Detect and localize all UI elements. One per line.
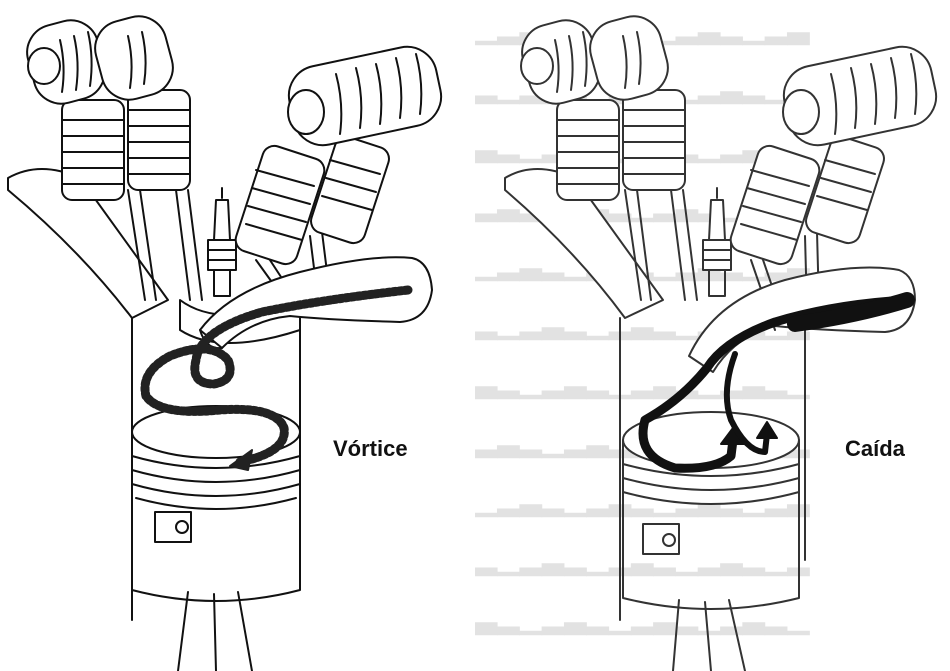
- connecting-rod: [673, 600, 745, 671]
- swirl-panel: Vórtice: [0, 0, 475, 671]
- swirl-label: Vórtice: [333, 436, 408, 462]
- swirl-engine-drawing: [0, 0, 475, 671]
- connecting-rod: [178, 592, 252, 671]
- spark-plug: [208, 188, 236, 296]
- tumble-engine-drawing: [475, 0, 950, 671]
- tumble-panel: ▁▂▃▂▁▂▃▂▁▂▃▂▁▂▃ ▂▁▂▃▂▁▂▃▂▁▂▃▂▁▂ ▃▂▁▂▃▂▁▂…: [475, 0, 950, 671]
- spark-plug: [703, 188, 731, 296]
- tumble-label: Caída: [845, 436, 905, 462]
- piston: [623, 412, 799, 609]
- piston: [132, 406, 300, 601]
